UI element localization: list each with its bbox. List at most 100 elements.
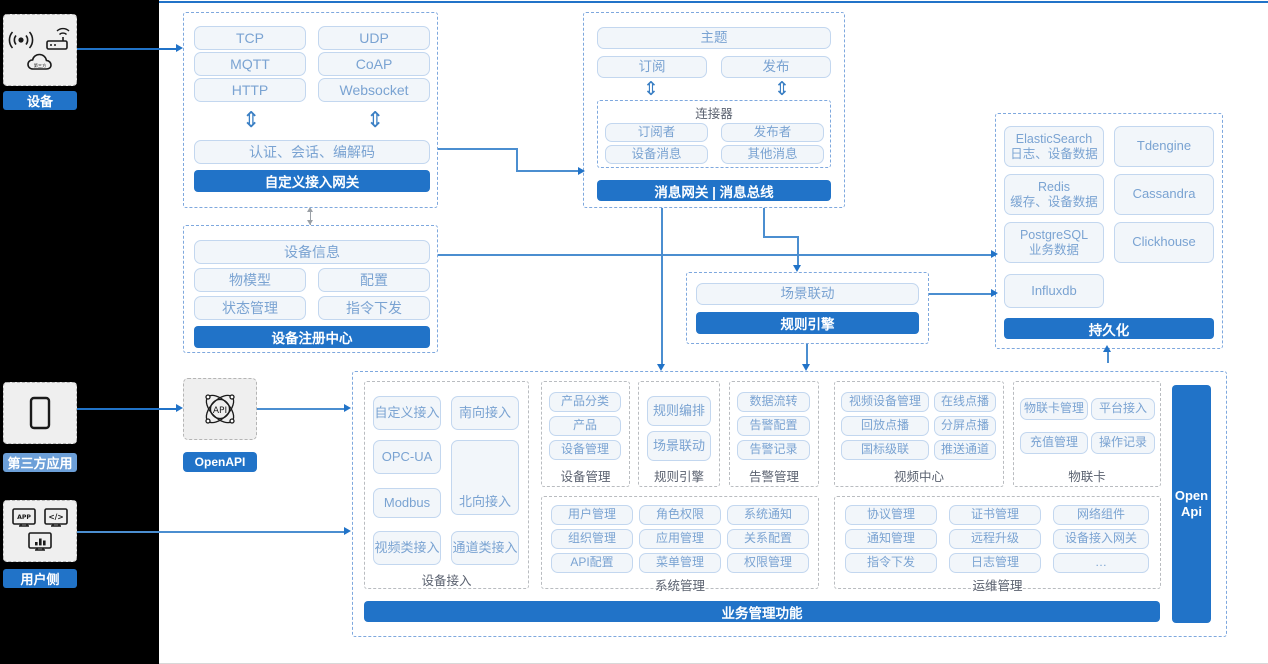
rule-engine-title[interactable]: 规则引擎 — [696, 312, 919, 334]
protocol-mqtt[interactable]: MQTT — [194, 52, 306, 76]
device-registry-panel — [183, 225, 438, 353]
registry-state[interactable]: 状态管理 — [194, 296, 306, 320]
tile-platform-access[interactable]: 平台接入 — [1091, 398, 1155, 420]
user-side-icons-group: APP </> — [12, 508, 68, 551]
tile-product[interactable]: 产品 — [549, 416, 621, 436]
tile-data-flow[interactable]: 数据流转 — [737, 392, 810, 412]
tile-api-config[interactable]: API配置 — [551, 553, 633, 573]
connector-publisher[interactable]: 发布者 — [721, 123, 824, 142]
conn-gw-bus-v — [516, 148, 518, 172]
db-elasticsearch[interactable]: ElasticSearch 日志、设备数据 — [1004, 126, 1104, 167]
registry-config[interactable]: 配置 — [318, 268, 430, 292]
api-atom-icon: API — [205, 394, 235, 424]
tile-split-screen-play[interactable]: 分屏点播 — [934, 416, 996, 436]
tile-video-access[interactable]: 视频类接入 — [373, 531, 441, 565]
protocol-coap[interactable]: CoAP — [318, 52, 430, 76]
connector-device-msg[interactable]: 设备消息 — [605, 145, 708, 164]
tile-permission-management[interactable]: 权限管理 — [727, 553, 809, 573]
conn-thirdparty-to-openapi — [77, 408, 176, 410]
gateway-middle[interactable]: 认证、会话、编解码 — [194, 140, 430, 164]
db-cassandra[interactable]: Cassandra — [1114, 174, 1214, 215]
message-bus-panel — [583, 12, 845, 208]
tile-log-management[interactable]: 日志管理 — [949, 553, 1041, 573]
message-bus-title[interactable]: 消息网关 | 消息总线 — [597, 180, 831, 201]
tile-rule-orchestration[interactable]: 规则编排 — [647, 396, 711, 426]
tile-user-management[interactable]: 用户管理 — [551, 505, 633, 525]
tile-modbus[interactable]: Modbus — [373, 488, 441, 518]
tile-app-management[interactable]: 应用管理 — [639, 529, 721, 549]
conn-openapi-to-business — [257, 408, 345, 410]
conn-gw-bus-h2 — [516, 170, 579, 172]
group-label-rule-engine: 规则引擎 — [653, 470, 704, 484]
tile-scene-linkage[interactable]: 场景联动 — [647, 431, 711, 461]
group-label-iot-card: 物联卡 — [1068, 470, 1106, 484]
db-redis-name: Redis — [1038, 180, 1070, 195]
tile-network-component[interactable]: 网络组件 — [1053, 505, 1149, 525]
conn-userside-to-business — [77, 531, 345, 533]
bus-publish[interactable]: 发布 — [721, 56, 831, 78]
registry-thing-model[interactable]: 物模型 — [194, 268, 306, 292]
tile-system-notification[interactable]: 系统通知 — [727, 505, 809, 525]
tile-device-access-gateway[interactable]: 设备接入网关 — [1053, 529, 1149, 549]
group-iot-card — [1013, 381, 1161, 487]
protocol-udp[interactable]: UDP — [318, 26, 430, 50]
rule-scene-linkage[interactable]: 场景联动 — [696, 283, 919, 305]
registry-command[interactable]: 指令下发 — [318, 296, 430, 320]
db-postgresql[interactable]: PostgreSQL 业务数据 — [1004, 222, 1104, 263]
open-api-vertical-bar[interactable]: Open Api — [1172, 385, 1211, 623]
bus-subscribe[interactable]: 订阅 — [597, 56, 707, 78]
tile-remote-upgrade[interactable]: 远程升级 — [949, 529, 1041, 549]
tile-southbound-access[interactable]: 南向接入 — [451, 396, 519, 430]
group-rule-engine — [638, 381, 720, 487]
tile-opc-ua[interactable]: OPC-UA — [373, 440, 441, 474]
tile-online-play[interactable]: 在线点播 — [934, 392, 996, 412]
db-clickhouse[interactable]: Clickhouse — [1114, 222, 1214, 263]
tile-alarm-config[interactable]: 告警配置 — [737, 416, 810, 436]
conn-rule-to-business-arrow — [802, 364, 810, 371]
tile-org-management[interactable]: 组织管理 — [551, 529, 633, 549]
gateway-title[interactable]: 自定义接入网关 — [194, 170, 430, 192]
tile-video-device-management[interactable]: 视频设备管理 — [841, 392, 929, 412]
tile-recharge-management[interactable]: 充值管理 — [1020, 432, 1088, 454]
openapi-icon-box: API — [183, 378, 257, 440]
tile-command-dispatch[interactable]: 指令下发 — [845, 553, 937, 573]
tile-operation-record[interactable]: 操作记录 — [1091, 432, 1155, 454]
device-registry-title[interactable]: 设备注册中心 — [194, 326, 430, 348]
conn-bus-persist-v1 — [763, 208, 765, 238]
tile-northbound-access[interactable]: 北向接入 — [451, 440, 519, 515]
tile-push-channel[interactable]: 推送通道 — [934, 440, 996, 460]
protocol-http[interactable]: HTTP — [194, 78, 306, 102]
protocol-websocket[interactable]: Websocket — [318, 78, 430, 102]
tile-device-management[interactable]: 设备管理 — [549, 440, 621, 460]
db-influxdb[interactable]: Influxdb — [1004, 274, 1104, 308]
tile-channel-access[interactable]: 通道类接入 — [451, 531, 519, 565]
conn-gw-registry-arrow-up — [307, 207, 313, 212]
tile-protocol-management[interactable]: 协议管理 — [845, 505, 937, 525]
openapi-label[interactable]: OpenAPI — [183, 452, 257, 472]
tile-custom-access[interactable]: 自定义接入 — [373, 396, 441, 430]
persistence-title[interactable]: 持久化 — [1004, 318, 1214, 339]
tile-more[interactable]: … — [1053, 553, 1149, 573]
tile-playback[interactable]: 回放点播 — [841, 416, 929, 436]
connector-subscriber[interactable]: 订阅者 — [605, 123, 708, 142]
tile-alarm-record[interactable]: 告警记录 — [737, 440, 810, 460]
tile-notification-management[interactable]: 通知管理 — [845, 529, 937, 549]
db-redis[interactable]: Redis 缓存、设备数据 — [1004, 174, 1104, 215]
tile-iot-card-management[interactable]: 物联卡管理 — [1020, 398, 1088, 420]
tile-certificate-management[interactable]: 证书管理 — [949, 505, 1041, 525]
tile-relation-config[interactable]: 关系配置 — [727, 529, 809, 549]
tile-product-category[interactable]: 产品分类 — [549, 392, 621, 412]
db-tdengine[interactable]: Tdengine — [1114, 126, 1214, 167]
tile-menu-management[interactable]: 菜单管理 — [639, 553, 721, 573]
connector-other-msg[interactable]: 其他消息 — [721, 145, 824, 164]
protocol-tcp[interactable]: TCP — [194, 26, 306, 50]
tile-role-permission[interactable]: 角色权限 — [639, 505, 721, 525]
tile-gb-cascade[interactable]: 国标级联 — [841, 440, 929, 460]
business-bottom-title[interactable]: 业务管理功能 — [364, 601, 1160, 622]
svg-text:API: API — [213, 406, 227, 416]
bus-topic[interactable]: 主题 — [597, 27, 831, 49]
registry-info[interactable]: 设备信息 — [194, 240, 430, 264]
db-elasticsearch-sub: 日志、设备数据 — [1010, 146, 1098, 161]
group-label-video-center: 视频中心 — [893, 470, 944, 484]
svg-text:第三方: 第三方 — [34, 62, 47, 69]
